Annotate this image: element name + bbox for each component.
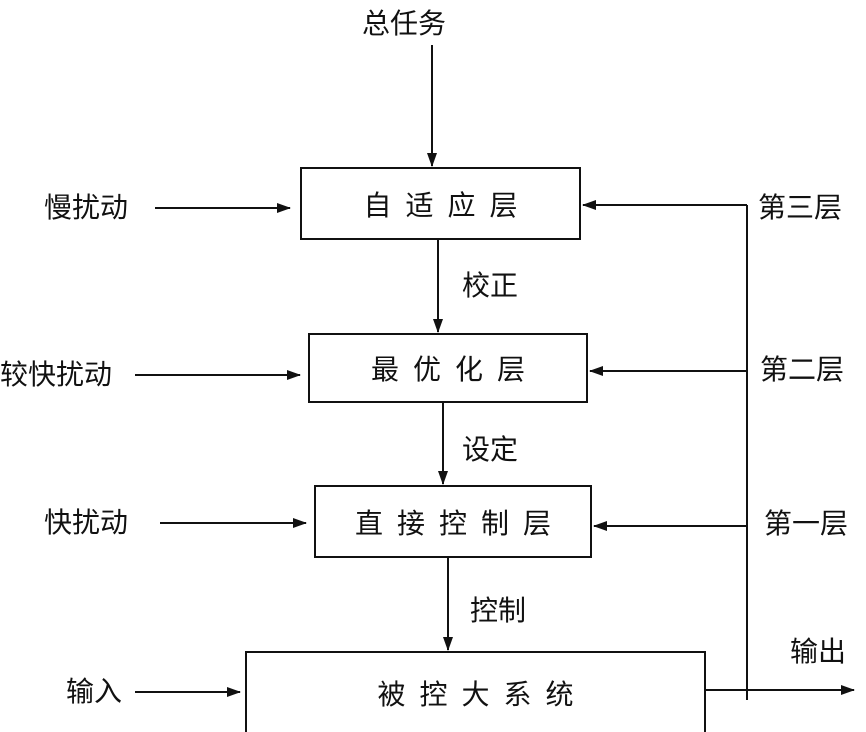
correct-label: 校正: [462, 269, 519, 302]
optimization-layer-label: 最优化层: [370, 353, 539, 386]
slow-disturbance-label: 慢扰动: [44, 191, 129, 224]
level2-label: 第二层: [760, 353, 845, 386]
task-label: 总任务: [362, 7, 447, 40]
setpoint-label: 设定: [462, 433, 519, 466]
optimization-layer-box: 最优化层: [308, 333, 588, 403]
plant-box: 被控大系统: [245, 651, 706, 732]
direct-control-layer-box: 直接控制层: [314, 485, 592, 558]
level1-label: 第一层: [764, 507, 849, 540]
input-label: 输入: [66, 675, 123, 708]
control-label: 控制: [470, 594, 527, 627]
output-label: 输出: [790, 635, 847, 668]
plant-label: 被控大系统: [377, 677, 588, 711]
adaptive-layer-box: 自适应层: [300, 167, 581, 240]
faster-disturbance-label: 较快扰动: [0, 358, 113, 391]
adaptive-layer-label: 自适应层: [363, 188, 532, 222]
level3-label: 第三层: [758, 191, 843, 224]
fast-disturbance-label: 快扰动: [44, 506, 129, 539]
direct-control-layer-label: 直接控制层: [354, 506, 565, 540]
